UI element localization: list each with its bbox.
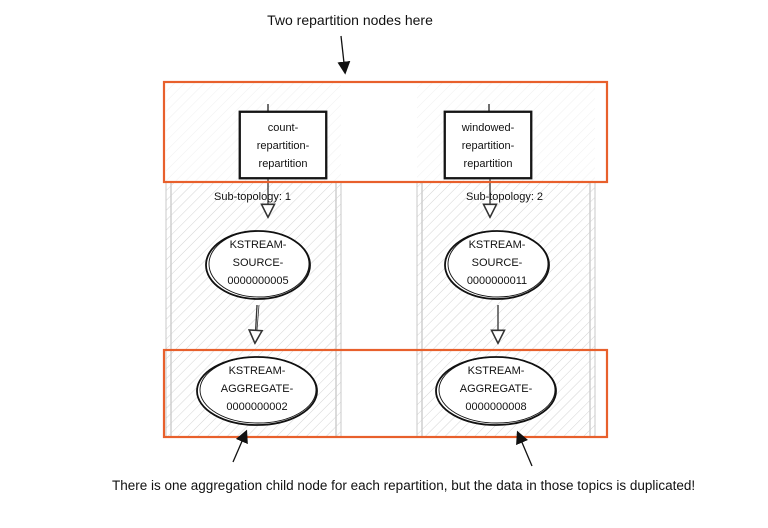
aggregate-node-2: KSTREAM- AGGREGATE- 0000000008 <box>435 356 557 426</box>
source-node-1: KSTREAM- SOURCE- 0000000005 <box>205 230 311 300</box>
subtopology-2-label: Sub-topology: 2 <box>466 191 543 203</box>
source-1-line-2: SOURCE- <box>233 257 284 269</box>
aggregate-2-line-1: KSTREAM- <box>468 365 525 377</box>
repartition-2-line-2: repartition- <box>462 140 515 152</box>
source-2-line-3: 0000000011 <box>467 275 527 287</box>
aggregate-node-1: KSTREAM- AGGREGATE- 0000000002 <box>196 356 318 426</box>
aggregate-highlight-box <box>162 348 609 439</box>
aggregate-1-line-2: AGGREGATE- <box>221 383 294 395</box>
repartition-1-line-2: repartition- <box>257 140 310 152</box>
top-annotation-arrow <box>337 35 351 75</box>
source-2-line-1: KSTREAM- <box>469 239 526 251</box>
source-1-line-1: KSTREAM- <box>230 239 287 251</box>
repartition-node-2: windowed- repartition- repartition <box>443 110 533 180</box>
source-node-2: KSTREAM- SOURCE- 0000000011 <box>444 230 550 300</box>
repartition-1-line-3: repartition <box>259 158 308 170</box>
repartition-1-line-1: count- <box>268 122 299 134</box>
repartition-2-line-1: windowed- <box>461 122 515 134</box>
source-2-line-2: SOURCE- <box>472 257 523 269</box>
subtopology-1-label: Sub-topology: 1 <box>214 191 291 203</box>
top-annotation: Two repartition nodes here <box>267 12 433 28</box>
repartition-2-line-3: repartition <box>464 158 513 170</box>
source-1-line-3: 0000000005 <box>227 275 288 287</box>
arrow-source-to-aggregate-1 <box>255 304 257 342</box>
aggregate-1-line-1: KSTREAM- <box>229 365 286 377</box>
bottom-left-annotation-arrow <box>232 429 248 463</box>
repartition-highlight-box <box>162 80 609 184</box>
aggregate-2-line-3: 0000000008 <box>465 401 526 413</box>
repartition-node-1: count- repartition- repartition <box>238 110 328 180</box>
bottom-right-annotation-arrow <box>516 430 533 467</box>
aggregate-1-line-3: 0000000002 <box>226 401 287 413</box>
bottom-annotation: There is one aggregation child node for … <box>112 478 696 493</box>
aggregate-2-line-2: AGGREGATE- <box>460 383 533 395</box>
